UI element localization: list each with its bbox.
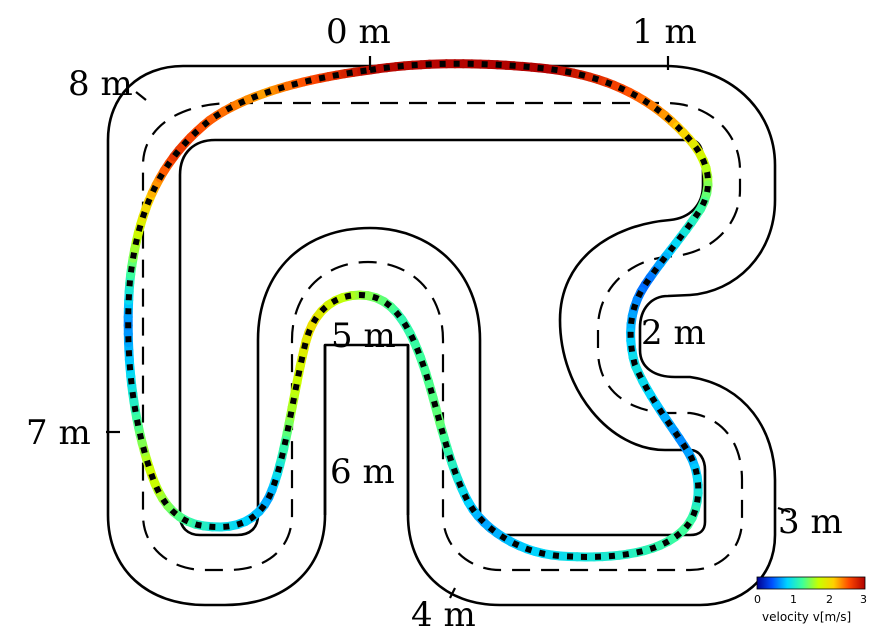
distance-label-3m: 3 m [778,502,843,542]
distance-label-2m: 2 m [641,313,706,353]
distance-label-7m: 7 m [26,413,91,453]
distance-label-6m: 6 m [330,452,395,492]
distance-label-1m: 1 m [632,12,697,52]
distance-label-8m: 8 m [68,64,133,104]
velocity-colorbar: 0 1 2 3 velocity v[m/s] [754,577,867,624]
colorbar-scale [757,577,865,589]
colorbar-tick-3: 3 [860,593,867,606]
distance-label-5m: 5 m [331,316,396,356]
racing-line-velocity [128,64,708,557]
colorbar-label: velocity v[m/s] [762,610,851,624]
colorbar-tick-1: 1 [790,593,797,606]
colorbar-tick-0: 0 [754,593,761,606]
distance-label-0m: 0 m [326,12,391,52]
colorbar-tick-2: 2 [826,593,833,606]
distance-label-4m: 4 m [411,595,476,635]
trajectory-dots [128,64,708,557]
